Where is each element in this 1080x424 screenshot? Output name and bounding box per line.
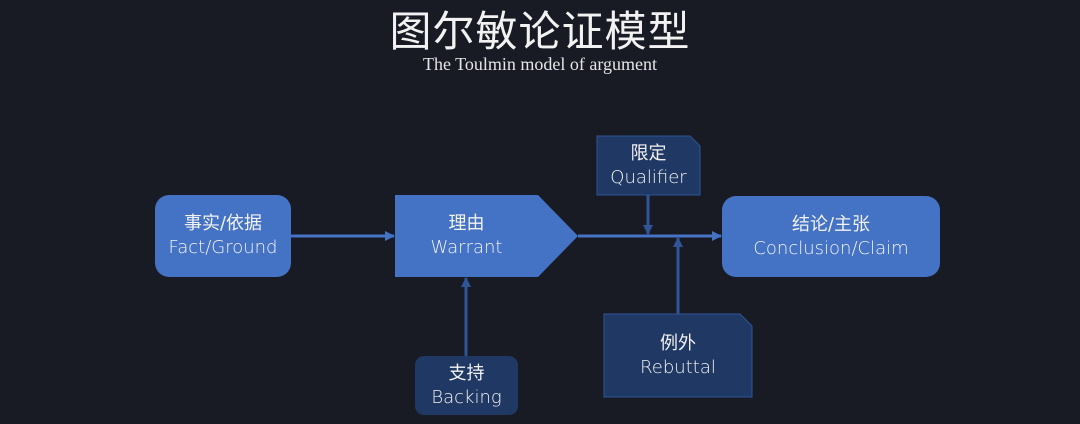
node-warrant-shape — [395, 195, 578, 277]
node-qualifier[interactable]: 限定 Qualifier — [597, 136, 700, 195]
node-rebuttal-shape — [603, 313, 753, 398]
node-conclusion-cn: 结论/主张 — [791, 213, 871, 235]
node-backing-cn: 支持 — [448, 362, 485, 384]
node-qualifier-en: Qualifier — [610, 166, 687, 188]
page-title: 图尔敏论证模型 — [389, 7, 691, 56]
node-warrant-cn: 理由 — [448, 213, 485, 234]
node-fact-shape — [155, 195, 291, 277]
node-rebuttal-en: Rebuttal — [640, 356, 716, 378]
node-warrant-en: Warrant — [430, 237, 503, 258]
node-fact-cn: 事实/依据 — [183, 213, 263, 234]
node-rebuttal-cn: 例外 — [660, 332, 696, 354]
node-warrant[interactable]: 理由 Warrant — [395, 195, 538, 277]
node-backing[interactable]: 支持 Backing — [415, 356, 518, 415]
node-conclusion-shape — [722, 196, 940, 277]
page-subtitle: The Toulmin model of argument — [422, 54, 658, 74]
node-fact-en: Fact/Ground — [168, 237, 278, 258]
node-backing-en: Backing — [431, 386, 502, 408]
node-qualifier-shape — [596, 135, 701, 196]
node-conclusion-en: Conclusion/Claim — [753, 237, 909, 259]
node-conclusion[interactable]: 结论/主张 Conclusion/Claim — [722, 196, 940, 277]
node-qualifier-cn: 限定 — [630, 142, 667, 164]
node-rebuttal[interactable]: 例外 Rebuttal — [604, 314, 752, 397]
node-fact[interactable]: 事实/依据 Fact/Ground — [155, 195, 291, 277]
node-backing-shape — [415, 356, 518, 415]
